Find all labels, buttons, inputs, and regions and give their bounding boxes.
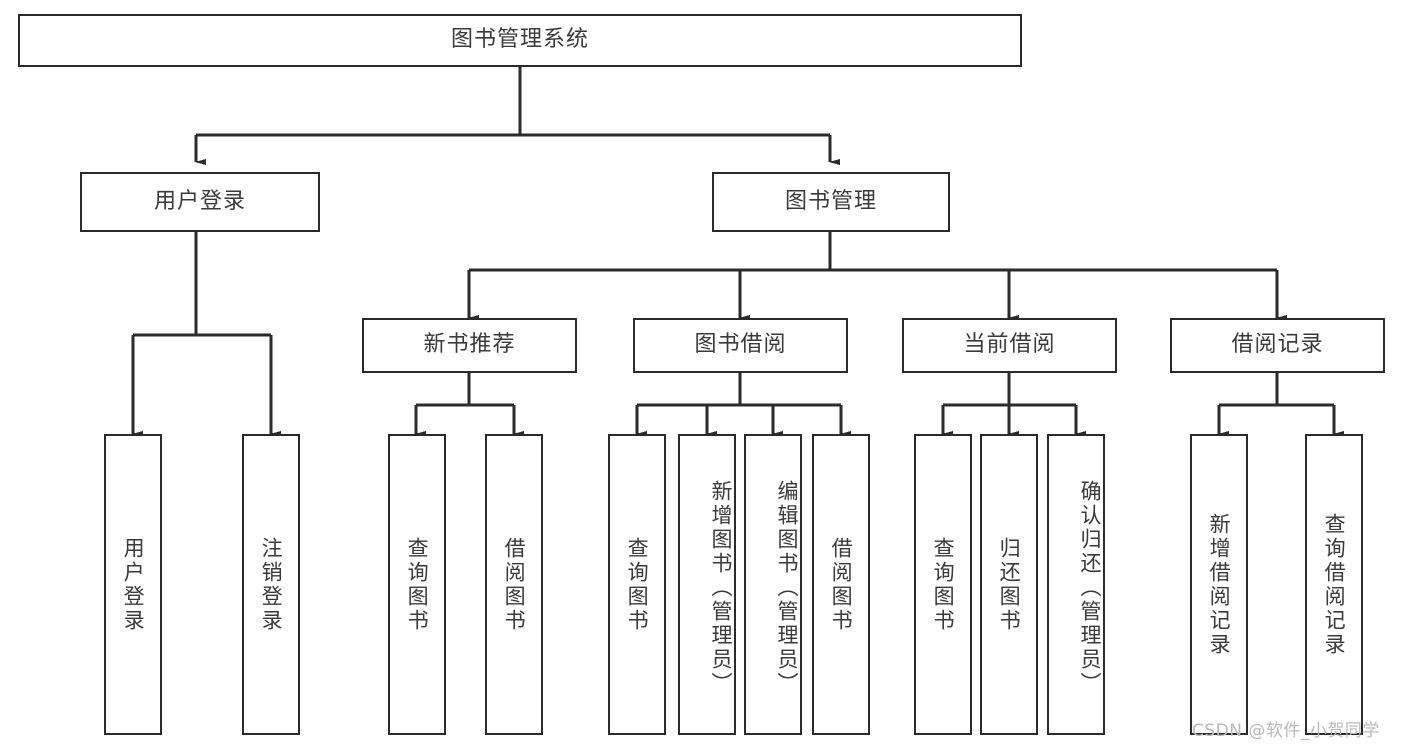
node-label: 借阅记录 — [1231, 332, 1324, 358]
node-label: 图书管理系统 — [450, 27, 589, 53]
node-borrow-record[interactable]: 借阅记录 — [1170, 318, 1385, 373]
leaf-borrow-book[interactable]: 借阅图书 — [812, 434, 870, 735]
node-label: 归还图书 — [997, 536, 1022, 633]
leaf-query-book-recommend[interactable]: 查询图书 — [388, 434, 446, 735]
node-label: 新增图书（管理员） — [709, 479, 733, 696]
node-new-book-recommend[interactable]: 新书推荐 — [362, 318, 577, 373]
node-root-system[interactable]: 图书管理系统 — [18, 14, 1022, 67]
node-label: 用户登录 — [121, 536, 146, 633]
node-label: 新书推荐 — [423, 332, 516, 358]
leaf-add-book-admin[interactable]: 新增图书（管理员） — [678, 434, 736, 735]
node-label: 借阅图书 — [829, 536, 854, 633]
node-label: 新增借阅记录 — [1207, 512, 1232, 657]
node-label: 编辑图书（管理员） — [775, 479, 799, 696]
leaf-edit-book-admin[interactable]: 编辑图书（管理员） — [744, 434, 802, 735]
node-book-management[interactable]: 图书管理 — [712, 172, 950, 232]
node-label: 当前借阅 — [963, 332, 1056, 358]
leaf-add-borrow-record[interactable]: 新增借阅记录 — [1190, 434, 1248, 735]
csdn-watermark: CSDN @软件_小贺同学 — [1192, 721, 1380, 741]
leaf-return-book[interactable]: 归还图书 — [980, 434, 1038, 735]
node-label: 查询图书 — [405, 536, 430, 633]
node-user-login[interactable]: 用户登录 — [80, 172, 320, 232]
leaf-query-borrow-record[interactable]: 查询借阅记录 — [1305, 434, 1363, 735]
leaf-query-book-current[interactable]: 查询图书 — [914, 434, 972, 735]
node-label: 图书借阅 — [694, 332, 787, 358]
node-label: 查询图书 — [625, 536, 650, 633]
node-label: 确认归还（管理员） — [1078, 479, 1102, 696]
node-book-borrow[interactable]: 图书借阅 — [633, 318, 848, 373]
node-label: 用户登录 — [153, 188, 246, 214]
node-current-borrow[interactable]: 当前借阅 — [902, 318, 1117, 373]
leaf-confirm-return-admin[interactable]: 确认归还（管理员） — [1047, 434, 1105, 735]
node-label: 查询图书 — [931, 536, 956, 633]
node-label: 借阅图书 — [502, 536, 527, 633]
leaf-user-login[interactable]: 用户登录 — [104, 434, 162, 735]
node-label: 注销登录 — [259, 536, 284, 633]
leaf-borrow-book-recommend[interactable]: 借阅图书 — [485, 434, 543, 735]
leaf-logout[interactable]: 注销登录 — [242, 434, 300, 735]
node-label: 查询借阅记录 — [1322, 512, 1347, 657]
node-label: 图书管理 — [784, 188, 877, 214]
leaf-query-book-borrow[interactable]: 查询图书 — [608, 434, 666, 735]
